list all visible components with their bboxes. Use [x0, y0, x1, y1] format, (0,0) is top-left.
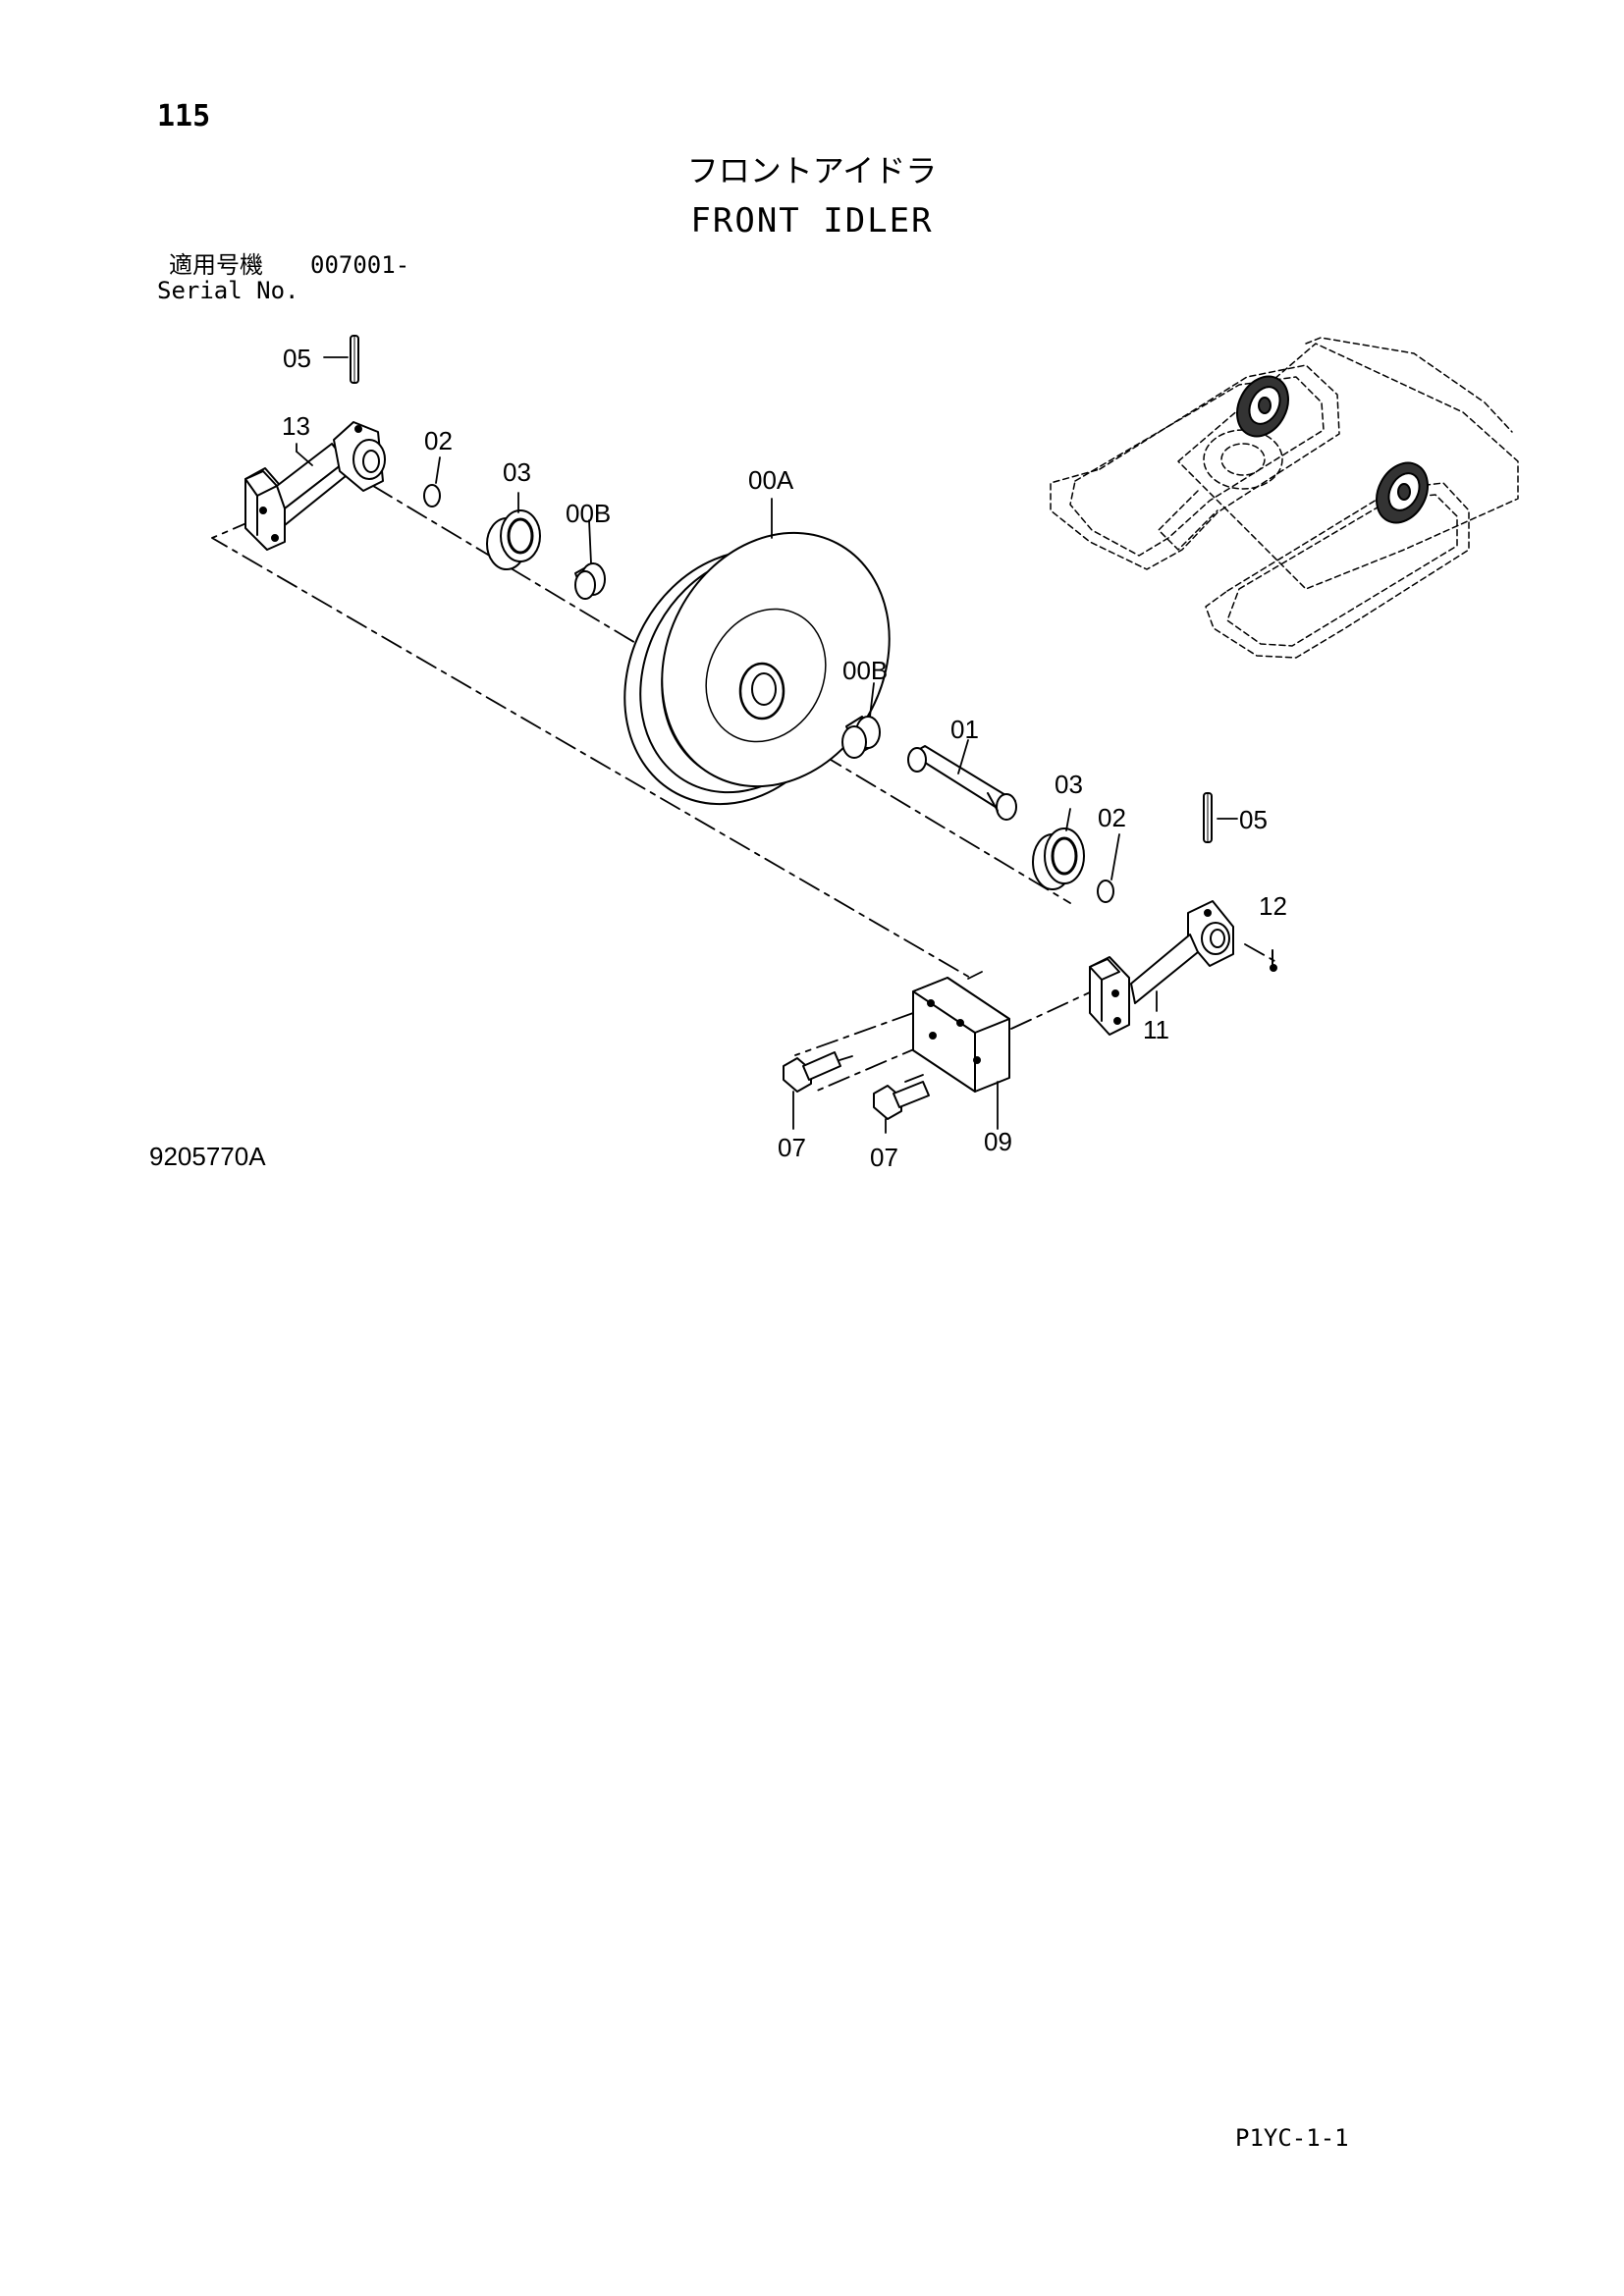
callout-05-right: 05 — [1239, 805, 1268, 834]
callout-00B-left: 00B — [566, 499, 611, 528]
drawing-code: 9205770A — [149, 1142, 266, 1171]
callout-02-left: 02 — [424, 426, 453, 455]
callout-03-left: 03 — [503, 457, 531, 487]
callout-03-right: 03 — [1055, 770, 1083, 799]
part-12-fitting — [1270, 949, 1277, 972]
callout-00B-right: 00B — [842, 656, 888, 685]
callout-05-left: 05 — [283, 344, 311, 373]
part-02-right-ring — [1097, 880, 1114, 903]
title-japanese: フロントアイドラ — [686, 152, 938, 189]
serial-label-english: Serial No. — [157, 277, 299, 304]
callout-07-left: 07 — [778, 1133, 806, 1162]
part-03-right-seal — [1032, 828, 1085, 890]
callout-01: 01 — [950, 715, 979, 744]
callout-12: 12 — [1259, 891, 1287, 921]
leader-lines — [296, 356, 1238, 1134]
callout-11: 11 — [1143, 1015, 1169, 1044]
part-01-shaft — [907, 745, 1017, 821]
callout-09: 09 — [984, 1127, 1012, 1156]
serial-value: 007001- — [310, 251, 410, 279]
part-05-right-pin — [1203, 792, 1213, 843]
title-english: FRONT IDLER — [690, 201, 934, 240]
sheet-code: P1YC-1-1 — [1235, 2124, 1349, 2152]
page-number: 115 — [157, 99, 211, 133]
inset-front-idler-left — [1236, 375, 1289, 438]
part-00B-left-bushing — [574, 562, 606, 600]
part-03-left-seal — [486, 509, 541, 570]
inset-front-idler-right — [1376, 461, 1429, 524]
part-05-left-pin — [350, 335, 359, 384]
callout-07-right: 07 — [870, 1143, 898, 1172]
part-02-left-ring — [423, 484, 441, 507]
part-00A-idler-wheel — [623, 531, 891, 806]
callout-02-right: 02 — [1098, 803, 1126, 832]
callout-13: 13 — [282, 411, 310, 441]
serial-label-japanese: 適用号機 — [169, 251, 263, 279]
callout-labels: 05 13 02 03 00B 00A 00B 01 03 02 05 12 1… — [282, 344, 1287, 1172]
part-07-right-bolt — [873, 1081, 930, 1120]
part-11-right-arm — [1089, 900, 1234, 1036]
part-07-left-bolt — [783, 1051, 841, 1093]
part-00B-right-bushing — [841, 716, 881, 759]
part-13-left-arm — [244, 421, 386, 551]
part-09-plate — [912, 977, 1010, 1093]
callout-00A: 00A — [748, 465, 794, 495]
